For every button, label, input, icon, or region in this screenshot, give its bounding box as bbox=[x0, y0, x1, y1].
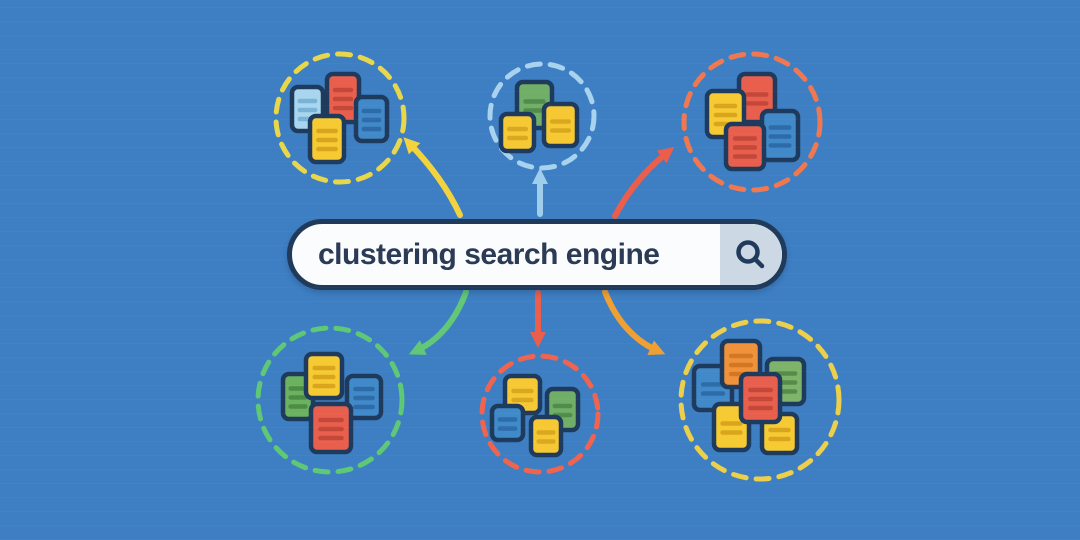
search-bar[interactable]: clustering search engine bbox=[287, 219, 787, 290]
document-icon bbox=[344, 373, 384, 421]
document-icon bbox=[541, 101, 580, 149]
document-icon bbox=[353, 94, 390, 144]
document-icon bbox=[723, 121, 767, 172]
document-icon bbox=[308, 401, 354, 455]
arrow-to-bottom-left bbox=[408, 289, 469, 355]
cluster-circle-bottom-center bbox=[479, 353, 601, 475]
document-icon bbox=[528, 414, 564, 458]
search-button[interactable] bbox=[720, 224, 782, 285]
cluster-circle-top-left bbox=[273, 51, 407, 185]
cluster-circle-bottom-right bbox=[678, 318, 842, 482]
document-icon bbox=[303, 351, 345, 401]
arrow-to-top-left bbox=[403, 137, 463, 218]
document-icon bbox=[498, 111, 537, 154]
document-icon bbox=[759, 108, 801, 163]
arrow-to-top-right bbox=[612, 147, 675, 219]
arrow-to-bottom-right bbox=[602, 289, 666, 356]
document-icon bbox=[489, 403, 526, 443]
search-query-text[interactable]: clustering search engine bbox=[318, 237, 660, 271]
search-icon bbox=[736, 239, 765, 268]
document-icon bbox=[738, 371, 783, 425]
cluster-circle-bottom-left bbox=[255, 325, 405, 475]
document-icon bbox=[307, 113, 347, 165]
cluster-circle-top-right bbox=[681, 51, 823, 193]
